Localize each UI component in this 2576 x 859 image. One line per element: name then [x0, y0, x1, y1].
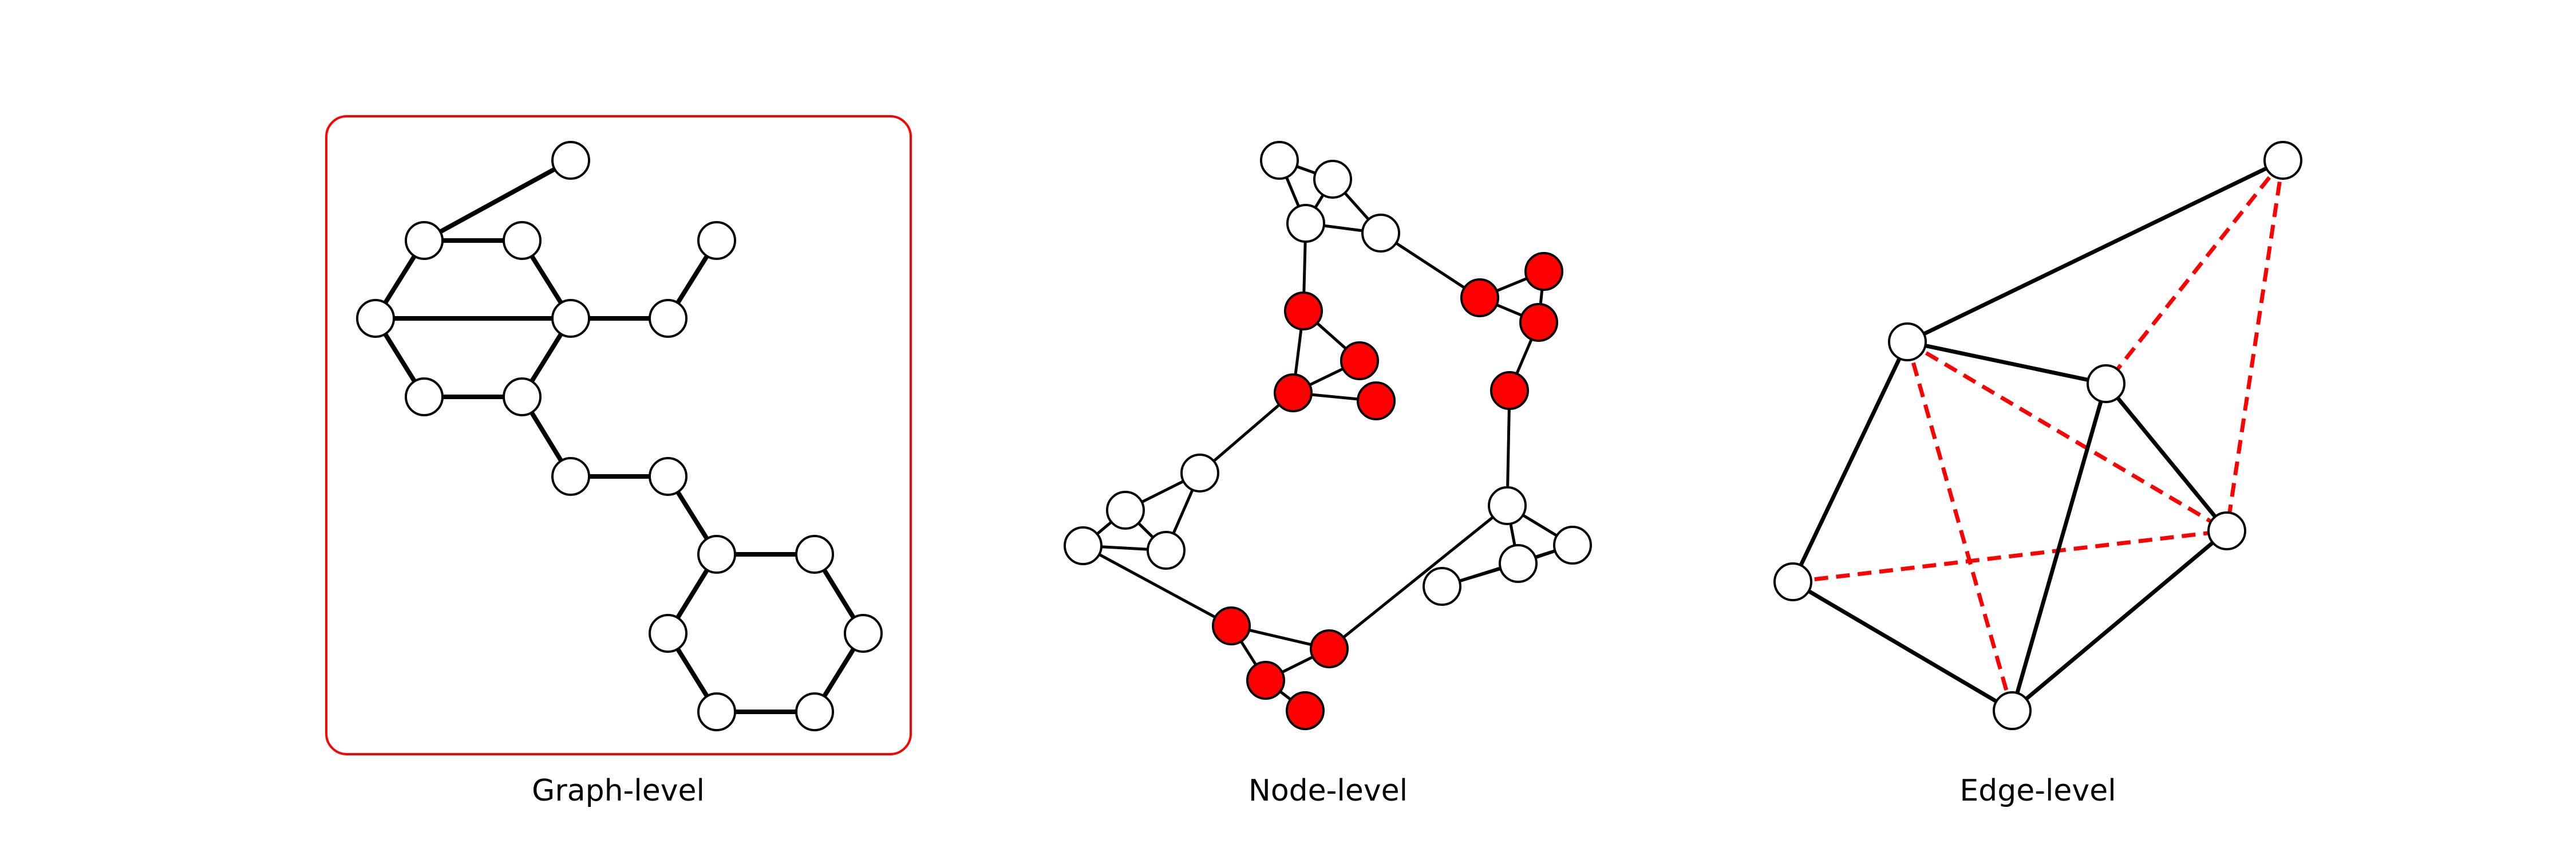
graph-level-panel: Graph-level	[325, 115, 912, 808]
graph-level-node	[649, 299, 688, 338]
graph-level-nodes	[356, 141, 883, 731]
node-level-highlighted-node	[1212, 606, 1251, 645]
graph-level-highlight-frame	[325, 115, 912, 755]
graph-level-node	[697, 535, 736, 574]
edge-level-edge	[1906, 158, 2284, 344]
node-level-nodes	[1064, 141, 1592, 730]
graph-level-node	[503, 221, 542, 260]
edge-level-edge	[2010, 529, 2229, 712]
graph-level-caption: Graph-level	[532, 774, 705, 808]
node-level-edge	[1380, 231, 1481, 300]
node-level-highlighted-node	[1460, 278, 1499, 317]
edge-level-node	[1888, 322, 1927, 361]
graph-level-node	[844, 614, 883, 653]
node-level-highlighted-node	[1357, 381, 1396, 420]
edge-level-predicted-edge	[1906, 340, 2228, 533]
node-level-highlighted-node	[1284, 291, 1323, 330]
node-level-node	[1423, 567, 1461, 606]
node-level-node	[1286, 204, 1325, 243]
graph-level-node	[551, 457, 590, 496]
edge-level-panel: Edge-level	[1773, 141, 2302, 808]
edge-level-predicted-edge	[1792, 529, 2227, 584]
node-level-node	[1106, 491, 1145, 530]
node-level-node	[1488, 486, 1527, 525]
node-level-edge	[1328, 505, 1508, 650]
graph-level-node	[697, 221, 736, 260]
node-level-node	[1064, 526, 1103, 565]
edge-level-edge	[2010, 383, 2108, 711]
edge-level-edge	[2104, 382, 2229, 533]
graph-level-node	[405, 221, 444, 260]
edge-level-node	[1993, 691, 2032, 730]
edge-level-predicted-edge	[2104, 159, 2285, 385]
node-level-highlighted-node	[1310, 629, 1349, 668]
graph-level-edge	[423, 158, 572, 243]
node-level-edges	[1082, 159, 1574, 712]
edge-level-caption: Edge-level	[1959, 774, 2116, 808]
node-level-panel: Node-level	[1064, 141, 1592, 808]
edge-level-edges	[1791, 158, 2285, 713]
node-level-highlighted-node	[1524, 252, 1563, 291]
node-level-edge	[1199, 392, 1294, 474]
graph-level-node	[697, 692, 736, 731]
graph-level-node	[551, 141, 590, 180]
edge-level-predicted-edge	[2225, 160, 2285, 531]
edge-level-node	[2207, 511, 2246, 550]
edge-level-nodes	[1773, 141, 2302, 730]
node-level-node	[1499, 544, 1538, 583]
graph-level-node	[649, 457, 688, 496]
node-level-highlighted-node	[1286, 691, 1325, 730]
node-level-highlighted-node	[1246, 661, 1285, 700]
graph-level-node	[356, 299, 395, 338]
graph-level-edges	[373, 158, 866, 714]
node-level-edge	[1082, 544, 1232, 628]
edge-level-predicted-edge	[1905, 341, 2014, 711]
node-level-node	[1361, 214, 1400, 253]
graph-level-node	[405, 377, 444, 416]
graph-level-node	[795, 535, 834, 574]
node-level-node	[1313, 160, 1352, 199]
graph-level-node	[649, 614, 688, 653]
node-level-highlighted-node	[1490, 371, 1529, 410]
node-level-node	[1260, 141, 1299, 180]
node-level-highlighted-node	[1274, 373, 1313, 412]
edge-level-edge	[1791, 341, 1910, 583]
node-level-node	[1553, 526, 1592, 565]
edge-level-edge	[1907, 340, 2107, 386]
node-level-node	[1180, 454, 1219, 492]
node-level-highlighted-node	[1340, 341, 1379, 380]
edge-level-node	[1773, 562, 1812, 601]
node-level-caption: Node-level	[1249, 774, 1408, 808]
edge-level-node	[2087, 364, 2125, 403]
graph-level-node	[795, 692, 834, 731]
graph-level-node	[551, 299, 590, 338]
edge-level-node	[2263, 141, 2302, 180]
edge-level-edge	[1792, 580, 2013, 713]
graph-level-node	[503, 377, 542, 416]
node-level-highlighted-node	[1519, 303, 1558, 342]
node-level-node	[1147, 531, 1186, 570]
